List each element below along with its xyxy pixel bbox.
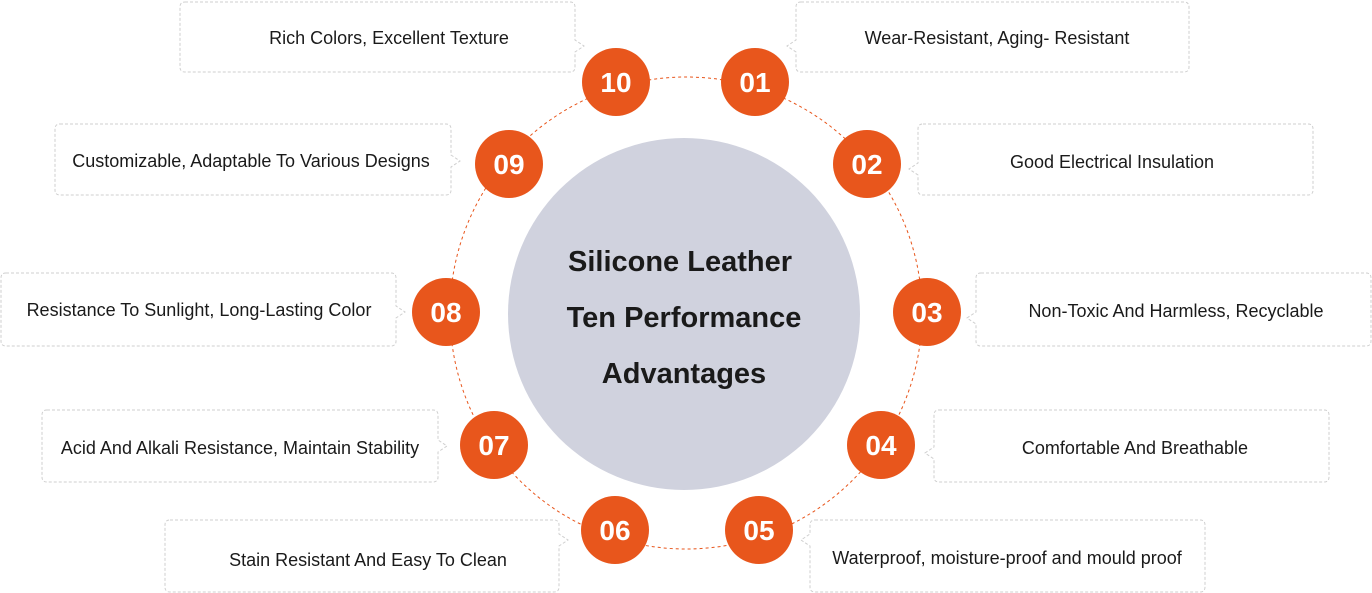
advantage-text: Comfortable And Breathable	[1022, 438, 1248, 458]
advantage-text: Resistance To Sunlight, Long-Lasting Col…	[27, 300, 372, 320]
number-badge	[475, 130, 543, 198]
advantage-item-02: Good Electrical Insulation 02	[833, 123, 1314, 198]
advantage-item-09: Customizable, Adaptable To Various Desig…	[54, 123, 543, 198]
advantage-number: 09	[493, 149, 524, 180]
advantage-number: 01	[739, 67, 770, 98]
advantage-number: 08	[430, 297, 461, 328]
advantage-item-06: Stain Resistant And Easy To Clean 06	[164, 496, 649, 593]
advantage-text: Non-Toxic And Harmless, Recyclable	[1028, 301, 1323, 321]
number-badge	[847, 411, 915, 479]
callout-box	[164, 519, 569, 593]
callout-box	[966, 272, 1372, 347]
callout-box	[179, 1, 585, 73]
callout-box	[908, 123, 1314, 196]
advantage-number: 07	[478, 430, 509, 461]
advantage-item-07: Acid And Alkali Resistance, Maintain Sta…	[41, 409, 528, 483]
number-badge	[581, 496, 649, 564]
advantage-number: 02	[851, 149, 882, 180]
number-badge	[460, 411, 528, 479]
callout-box	[41, 409, 448, 483]
advantage-text: Wear-Resistant, Aging- Resistant	[865, 28, 1130, 48]
advantage-item-10: Rich Colors, Excellent Texture 10	[179, 1, 650, 116]
advantage-number: 06	[599, 515, 630, 546]
advantage-number: 04	[865, 430, 897, 461]
callout-box	[54, 123, 461, 196]
advantage-number: 03	[911, 297, 942, 328]
advantage-item-03: Non-Toxic And Harmless, Recyclable 03	[893, 272, 1372, 347]
number-badge	[725, 496, 793, 564]
advantage-item-08: Resistance To Sunlight, Long-Lasting Col…	[0, 272, 480, 347]
number-badge	[582, 48, 650, 116]
advantage-text: Stain Resistant And Easy To Clean	[229, 550, 507, 570]
advantage-text: Rich Colors, Excellent Texture	[269, 28, 509, 48]
callout-box	[786, 1, 1190, 73]
advantage-number: 05	[743, 515, 774, 546]
center-title-line-2: Ten Performance	[567, 302, 802, 334]
center-title-line-1: Silicone Leather	[568, 246, 792, 278]
center-title-line-3: Advantages	[602, 358, 766, 390]
number-badge	[833, 130, 901, 198]
advantage-item-05: Waterproof, moisture-proof and mould pro…	[725, 496, 1206, 593]
number-badge	[893, 278, 961, 346]
advantage-text: Acid And Alkali Resistance, Maintain Sta…	[61, 438, 419, 458]
center-circle	[508, 138, 860, 490]
advantage-text: Customizable, Adaptable To Various Desig…	[72, 151, 430, 171]
advantage-text: Waterproof, moisture-proof and mould pro…	[832, 548, 1182, 568]
callout-box	[0, 272, 406, 347]
callout-box	[800, 519, 1206, 593]
number-badge	[721, 48, 789, 116]
advantage-item-01: Wear-Resistant, Aging- Resistant 01	[721, 1, 1190, 116]
callout-box	[924, 409, 1330, 483]
number-badge	[412, 278, 480, 346]
advantage-item-04: Comfortable And Breathable 04	[847, 409, 1330, 483]
advantage-text: Good Electrical Insulation	[1010, 152, 1214, 172]
advantage-number: 10	[600, 67, 631, 98]
